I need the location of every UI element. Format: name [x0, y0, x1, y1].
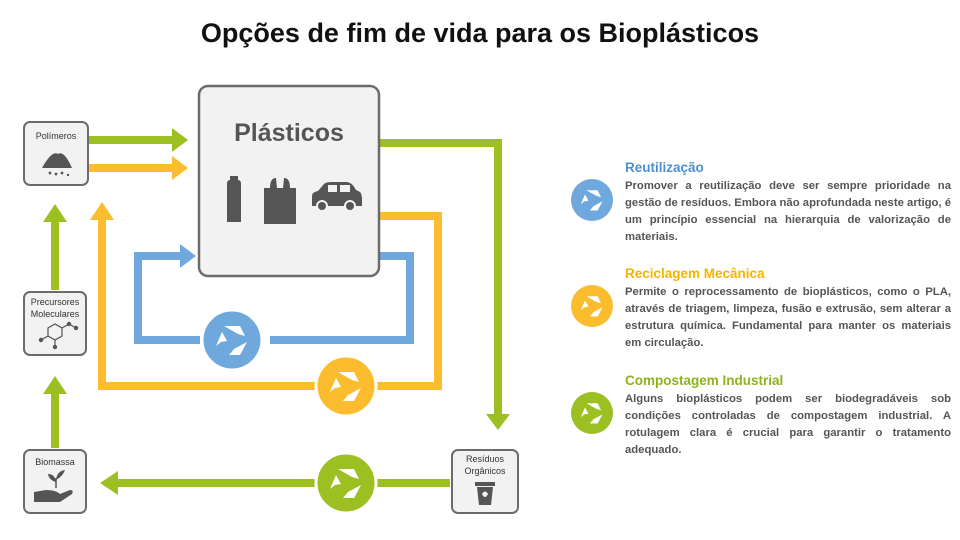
reuse-recycle-icon	[571, 179, 613, 221]
reuse-recycle-icon	[200, 308, 264, 372]
powder-pile-icon	[42, 153, 72, 177]
plasticos-label: Plásticos	[234, 119, 344, 147]
trash-bin-icon	[475, 482, 495, 505]
reuse-loop	[134, 244, 414, 344]
hand-plant-icon	[34, 470, 73, 502]
recycling-recycle-icon	[571, 285, 613, 327]
reciclagem-heading: Reciclagem Mecânica	[625, 266, 765, 281]
plasticos-node: Plásticos	[197, 84, 381, 278]
bottle-icon	[227, 176, 241, 222]
compostagem-heading: Compostagem Industrial	[625, 373, 784, 388]
polimeros-label: Polímeros	[36, 131, 77, 141]
composting-loop	[43, 128, 510, 495]
precursores-label-line1: Precursores	[31, 297, 80, 307]
composting-recycle-icon	[571, 392, 613, 434]
molecule-icon	[38, 321, 79, 350]
precursores-node: Precursores Moleculares	[23, 291, 87, 356]
residuos-label-line1: Resíduos	[466, 454, 505, 464]
car-icon	[312, 182, 362, 212]
reutilizacao-heading: Reutilização	[625, 160, 704, 175]
biomassa-label: Biomassa	[35, 457, 75, 467]
recycling-recycle-icon	[314, 354, 378, 418]
reciclagem-description: Permite o reprocessamento de bioplástico…	[625, 286, 951, 349]
polimeros-node: Polímeros	[23, 121, 89, 186]
bag-icon	[264, 178, 296, 224]
composting-recycle-icon	[314, 451, 378, 515]
precursores-label-line2: Moleculares	[31, 309, 80, 319]
biomassa-node: Biomassa	[23, 449, 87, 514]
residuos-node: Resíduos Orgânicos	[451, 449, 519, 514]
compostagem-description: Alguns bioplásticos podem ser biodegradá…	[625, 393, 951, 456]
reutilizacao-description: Promover a reutilização deve ser sempre …	[625, 180, 951, 243]
recycling-loop	[88, 156, 442, 390]
page-title: Opções de fim de vida para os Bioplástic…	[200, 18, 760, 48]
residuos-label-line2: Orgânicos	[464, 466, 506, 476]
